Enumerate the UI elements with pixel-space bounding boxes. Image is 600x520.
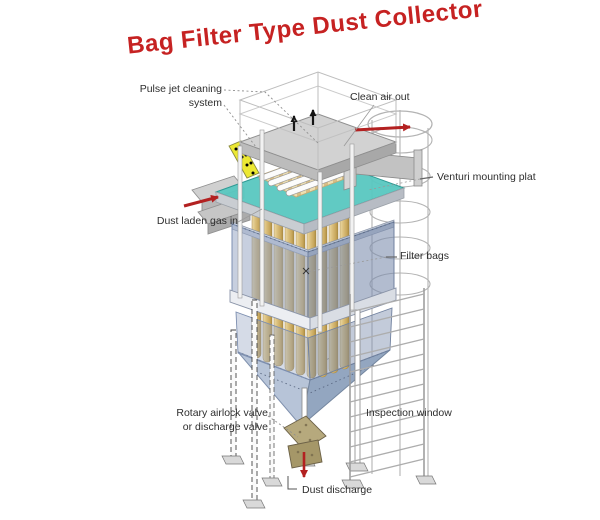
label-pulse-jet-cleaning-system: Pulse jet cleaning system bbox=[140, 82, 222, 110]
flow-arrows bbox=[183, 109, 411, 478]
label-rotary-valve-line1: Rotary airlock valve bbox=[176, 407, 268, 419]
outlet-flange bbox=[413, 149, 423, 187]
clean-air-outlet-arrow bbox=[354, 123, 411, 132]
label-venturi-mounting-plate: Venturi mounting plat bbox=[437, 171, 536, 183]
label-dust-laden-gas-in: Dust laden gas in bbox=[156, 215, 238, 227]
label-inspection-window: Inspection window bbox=[366, 407, 452, 419]
leader-lines bbox=[223, 89, 434, 490]
label-rotary-valve-line2: or discharge valve bbox=[182, 421, 268, 433]
label-rotary-airlock-valve: Rotary airlock valve or discharge valve bbox=[176, 406, 268, 434]
ladder-rungs bbox=[341, 288, 437, 489]
label-filter-bags: Filter bags bbox=[400, 250, 450, 262]
dust-inlet-arrow bbox=[183, 194, 219, 208]
label-clean-air-out: Clean air out bbox=[350, 91, 410, 103]
clean-air-plenum-roof bbox=[238, 71, 423, 191]
label-dust-discharge: Dust discharge bbox=[302, 484, 373, 496]
label-pulse-jet-line1: Pulse jet cleaning bbox=[139, 83, 222, 95]
label-pulse-jet-line2: system bbox=[188, 97, 222, 109]
